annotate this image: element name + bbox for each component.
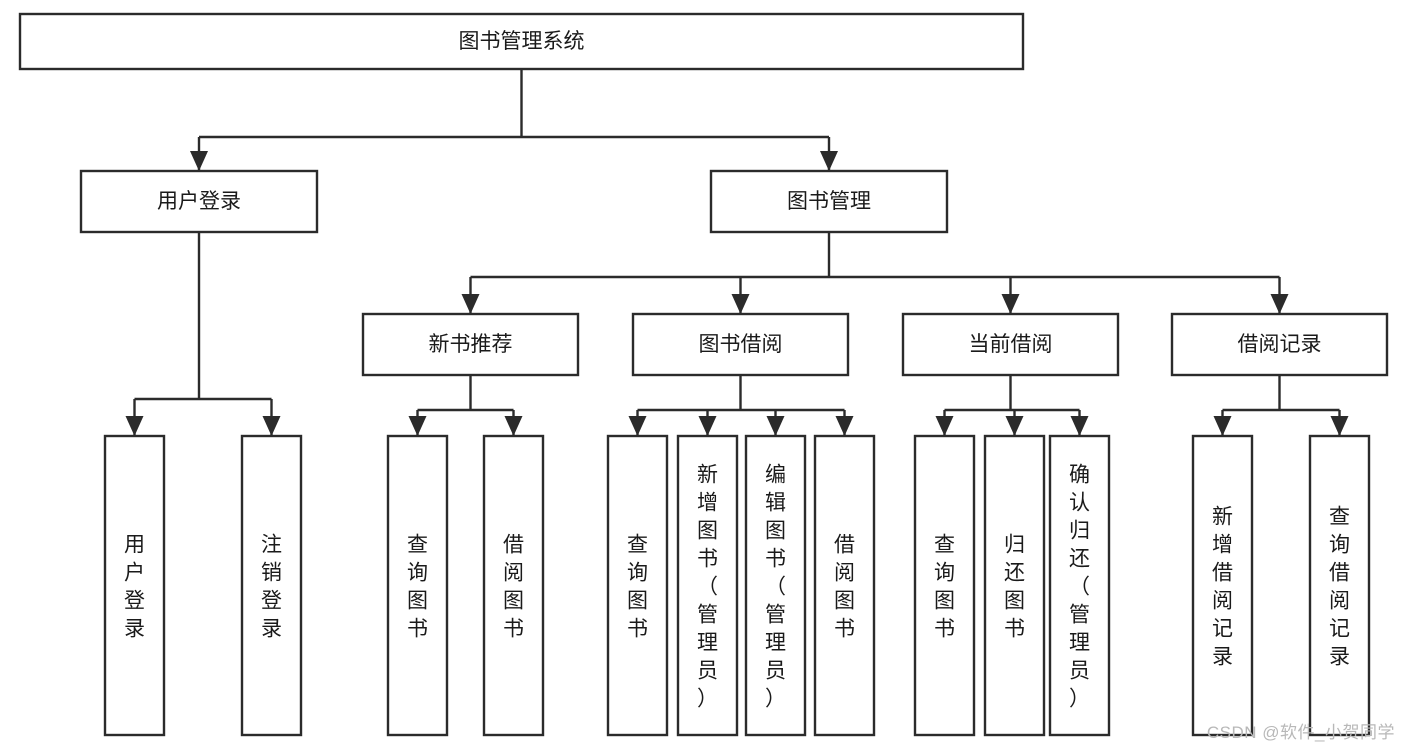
arrow-head-icon	[935, 416, 954, 436]
node-label: 确认归还（管理员）	[1069, 464, 1090, 711]
node-label: 借阅图书	[834, 534, 855, 641]
node-layer: 图书管理系统用户登录图书管理新书推荐图书借阅当前借阅借阅记录用户登录注销登录查询…	[18, 12, 1389, 737]
node-box	[676, 434, 739, 737]
node-box	[813, 434, 876, 737]
node-label: 编辑图书（管理员）	[765, 464, 786, 711]
node-box	[361, 312, 580, 377]
node-leaf-query-book-bb[interactable]: 查询图书	[606, 434, 669, 737]
arrow-head-icon	[1005, 416, 1024, 436]
node-box	[744, 434, 807, 737]
node-box	[631, 312, 850, 377]
node-box	[1048, 434, 1111, 737]
node-label: 注销登录	[261, 534, 282, 641]
node-leaf-borrow-book-nb[interactable]: 借阅图书	[482, 434, 545, 737]
node-leaf-confirm-return[interactable]: 确认归还（管理员）	[1048, 434, 1111, 737]
arrow-head-icon	[731, 294, 750, 314]
node-label: 用户登录	[124, 534, 145, 641]
arrow-head-icon	[1001, 294, 1020, 314]
node-user-login[interactable]: 用户登录	[79, 169, 319, 234]
node-box	[103, 434, 166, 737]
node-label: 借阅图书	[503, 534, 524, 641]
node-box	[709, 169, 949, 234]
node-leaf-borrow-book-bb[interactable]: 借阅图书	[813, 434, 876, 737]
node-borrow-record[interactable]: 借阅记录	[1170, 312, 1389, 377]
node-leaf-user-logout[interactable]: 注销登录	[240, 434, 303, 737]
arrow-head-icon	[262, 416, 281, 436]
arrow-head-icon	[820, 151, 838, 171]
arrow-head-icon	[628, 416, 647, 436]
node-leaf-query-book-cb[interactable]: 查询图书	[913, 434, 976, 737]
node-label: 图书借阅	[699, 333, 783, 356]
arrow-head-icon	[698, 416, 717, 436]
node-leaf-add-record[interactable]: 新增借阅记录	[1191, 434, 1254, 737]
arrow-head-icon	[190, 151, 208, 171]
node-label: 查询图书	[407, 534, 428, 641]
watermark-label: CSDN @软件_小贺同学	[1206, 723, 1395, 742]
node-leaf-query-book-nb[interactable]: 查询图书	[386, 434, 449, 737]
node-label: 查询图书	[934, 534, 955, 641]
node-box	[79, 169, 319, 234]
connector-layer	[125, 69, 1349, 436]
node-box	[386, 434, 449, 737]
node-leaf-add-book[interactable]: 新增图书（管理员）	[676, 434, 739, 737]
node-label: 查询图书	[627, 534, 648, 641]
node-book-borrow[interactable]: 图书借阅	[631, 312, 850, 377]
node-label: 查询借阅记录	[1329, 506, 1350, 669]
arrow-head-icon	[125, 416, 144, 436]
node-box	[482, 434, 545, 737]
node-label: 新增图书（管理员）	[697, 464, 718, 711]
node-label: 借阅记录	[1238, 333, 1322, 356]
node-box	[1191, 434, 1254, 737]
node-box	[18, 12, 1025, 71]
node-leaf-query-record[interactable]: 查询借阅记录	[1308, 434, 1371, 737]
node-current-borrow[interactable]: 当前借阅	[901, 312, 1120, 377]
arrow-head-icon	[1330, 416, 1349, 436]
node-leaf-edit-book[interactable]: 编辑图书（管理员）	[744, 434, 807, 737]
node-new-book-recommend[interactable]: 新书推荐	[361, 312, 580, 377]
node-label: 归还图书	[1004, 534, 1025, 641]
node-label: 新书推荐	[429, 333, 513, 356]
arrow-head-icon	[1270, 294, 1289, 314]
arrow-head-icon	[1070, 416, 1089, 436]
node-box	[983, 434, 1046, 737]
node-book-manage[interactable]: 图书管理	[709, 169, 949, 234]
node-box	[1170, 312, 1389, 377]
arrow-head-icon	[1213, 416, 1232, 436]
node-box	[901, 312, 1120, 377]
node-root[interactable]: 图书管理系统	[18, 12, 1025, 71]
node-label: 新增借阅记录	[1212, 506, 1233, 669]
node-leaf-return-book[interactable]: 归还图书	[983, 434, 1046, 737]
arrow-head-icon	[461, 294, 480, 314]
arrow-head-icon	[504, 416, 523, 436]
node-leaf-user-login[interactable]: 用户登录	[103, 434, 166, 737]
node-box	[1308, 434, 1371, 737]
arrow-head-icon	[766, 416, 785, 436]
node-box	[913, 434, 976, 737]
node-box	[606, 434, 669, 737]
node-label: 当前借阅	[969, 333, 1053, 356]
arrow-head-icon	[835, 416, 854, 436]
node-label: 用户登录	[157, 190, 241, 213]
node-box	[240, 434, 303, 737]
arrow-head-icon	[408, 416, 427, 436]
node-label: 图书管理系统	[459, 30, 585, 53]
node-label: 图书管理	[787, 190, 871, 213]
